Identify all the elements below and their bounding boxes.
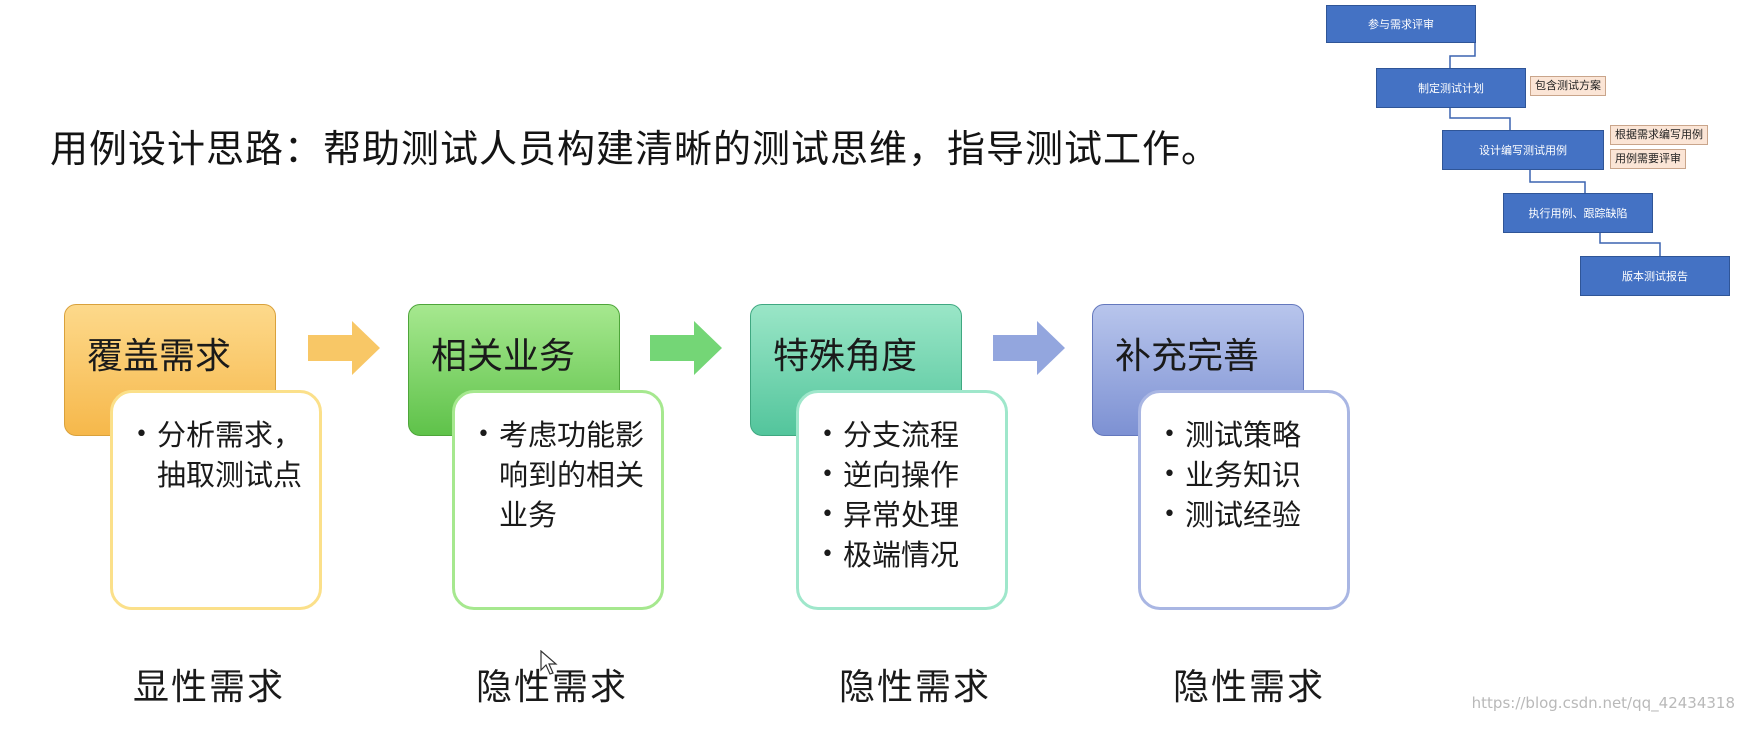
block-supplement-item: 业务知识 [1163, 455, 1337, 495]
block-special-item: 极端情况 [821, 535, 995, 575]
flow-step-execute: 执行用例、跟踪缺陷 [1503, 193, 1653, 233]
flow-note-test-plan: 包含测试方案 [1530, 76, 1606, 96]
block-supplement-detail: 测试策略 业务知识 测试经验 [1138, 390, 1350, 610]
arrow-right-icon [308, 321, 380, 375]
headline: 用例设计思路：帮助测试人员构建清晰的测试思维，指导测试工作。 [50, 127, 1221, 171]
watermark: https://blog.csdn.net/qq_42434318 [1471, 694, 1735, 712]
flow-note-case-review: 用例需要评审 [1610, 149, 1686, 169]
block-business-item: 考虑功能影响到的相关业务 [477, 415, 651, 535]
arrow-right-icon [650, 321, 722, 375]
flow-step-design: 设计编写测试用例 [1442, 130, 1604, 170]
block-special-item: 分支流程 [821, 415, 995, 455]
block-special-item: 逆向操作 [821, 455, 995, 495]
requirement-label: 显性需求 [133, 667, 286, 708]
block-coverage-item: 分析需求，抽取测试点 [135, 415, 309, 495]
block-supplement-title: 补充完善 [1115, 336, 1260, 377]
block-business-detail: 考虑功能影响到的相关业务 [452, 390, 664, 610]
block-special-title: 特殊角度 [773, 336, 918, 377]
requirement-label: 隐性需求 [1173, 667, 1326, 708]
block-supplement-item: 测试经验 [1163, 495, 1337, 535]
arrow-right-icon [993, 321, 1065, 375]
flow-step-plan: 制定测试计划 [1376, 68, 1526, 108]
block-coverage-title: 覆盖需求 [87, 336, 232, 377]
requirement-label: 隐性需求 [839, 667, 992, 708]
block-coverage-detail: 分析需求，抽取测试点 [110, 390, 322, 610]
block-supplement-item: 测试策略 [1163, 415, 1337, 455]
flow-step-review: 参与需求评审 [1326, 5, 1476, 43]
block-special-item: 异常处理 [821, 495, 995, 535]
mouse-cursor-icon [540, 650, 558, 675]
flow-note-write-cases: 根据需求编写用例 [1610, 125, 1708, 145]
block-business-title: 相关业务 [431, 336, 576, 377]
flow-step-report: 版本测试报告 [1580, 256, 1730, 296]
block-special-detail: 分支流程 逆向操作 异常处理 极端情况 [796, 390, 1008, 610]
